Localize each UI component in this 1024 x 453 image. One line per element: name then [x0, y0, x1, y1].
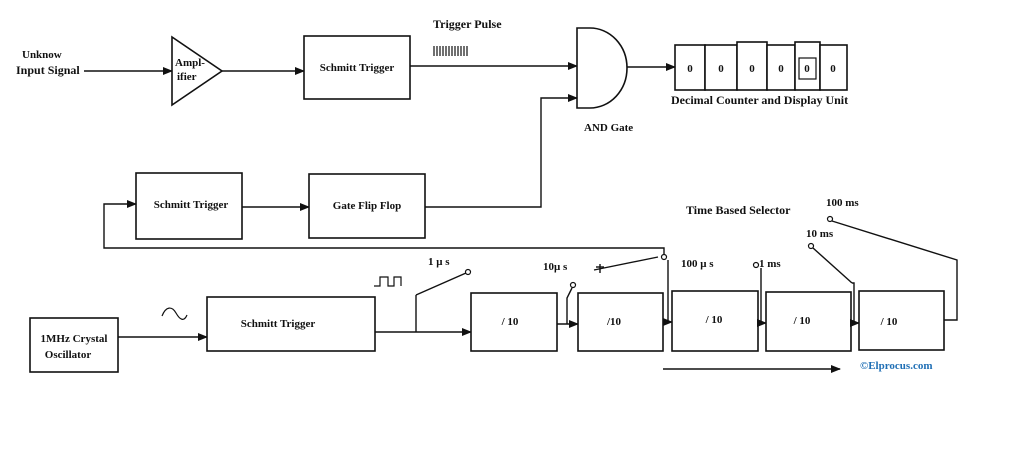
trigger-pulse-label: Trigger Pulse	[433, 17, 502, 31]
counter-cell-highlight	[798, 57, 817, 80]
pulse-train-icon	[433, 46, 468, 56]
counter-cell	[736, 41, 768, 91]
divider-label: /10	[606, 316, 622, 328]
schmitt-top-label: Schmitt Trigger	[320, 62, 395, 74]
amplifier: Ampl- ifier	[171, 35, 224, 107]
divider-label: / 10	[880, 316, 898, 328]
counter-digit: 0	[687, 63, 693, 75]
tap-1us-switch	[415, 272, 467, 296]
tap-100us-label: 100 μ s	[681, 258, 714, 270]
tap-10us-contact	[569, 281, 577, 289]
divider-4: / 10	[765, 291, 852, 352]
flipflop-to-and-wire	[425, 94, 578, 208]
crystal-oscillator: 1MHz Crystal Oscillator	[29, 317, 119, 373]
tap-1ms-contact	[752, 261, 760, 269]
input-signal-label: Unknow Input Signal	[16, 49, 80, 77]
divider-label: / 10	[501, 316, 519, 328]
time-selector-label: Time Based Selector	[686, 203, 791, 217]
selector-wiper	[593, 256, 659, 271]
schmitt-trigger-top: Schmitt Trigger	[303, 35, 411, 100]
counter-cell	[674, 44, 706, 91]
divider-label: / 10	[705, 314, 723, 326]
decimal-counter-display: 0 0 0 0 0 0	[674, 41, 848, 91]
amplifier-triangle	[171, 35, 224, 107]
tap-1us-contact	[464, 268, 472, 276]
schmitt-trigger-bottom: Schmitt Trigger	[206, 296, 376, 352]
credit-text: ©Elprocus.com	[860, 360, 933, 372]
oscillator-label-1: 1MHz Crystal	[41, 333, 108, 345]
counter-cell	[819, 44, 848, 91]
tap-100us-contact	[660, 253, 668, 261]
divider-2: /10	[577, 292, 664, 352]
gate-flip-flop: Gate Flip Flop	[308, 173, 426, 239]
tap-10us-label: 10μ s	[543, 261, 568, 273]
tap-10ms-stem	[852, 282, 855, 323]
tap-10ms-label: 10 ms	[806, 228, 834, 240]
tap-10ms-link	[812, 247, 853, 284]
counter-digit: 0	[749, 63, 755, 75]
tap-100ms-link	[831, 220, 958, 321]
divider-3: / 10	[671, 290, 759, 352]
divider-label: / 10	[793, 315, 811, 327]
sine-wave-icon	[161, 307, 188, 320]
svg-text:Unknow: Unknow	[22, 49, 62, 61]
counter-digit: 0	[718, 63, 724, 75]
and-gate-label: AND Gate	[584, 122, 633, 134]
amplifier-label-2: ifier	[177, 71, 197, 83]
counter-digit: 0	[804, 63, 810, 75]
oscillator-label-2: Oscillator	[45, 349, 92, 361]
selector-feedback-wire	[103, 200, 665, 255]
counter-digit: 0	[778, 63, 784, 75]
tap-100ms-label: 100 ms	[826, 197, 859, 209]
and-gate: AND Gate	[576, 27, 633, 134]
tap-100ms-contact	[826, 215, 834, 223]
gate-flip-flop-label: Gate Flip Flop	[333, 200, 401, 212]
schmitt-bottom-label: Schmitt Trigger	[241, 318, 316, 330]
divider-5: / 10	[858, 290, 945, 351]
counter-label: Decimal Counter and Display Unit	[671, 93, 848, 107]
schmitt-trigger-mid: Schmitt Trigger	[135, 172, 243, 240]
divider-1: / 10	[470, 292, 558, 352]
tap-1ms-label: 1 ms	[759, 258, 781, 270]
amplifier-label-1: Ampl-	[175, 57, 205, 69]
svg-text:Input Signal: Input Signal	[16, 63, 80, 77]
tap-10ms-contact	[807, 242, 815, 250]
tap-10us-stem	[566, 287, 573, 324]
tap-1us-label: 1 μ s	[428, 256, 450, 268]
square-wave-icon	[374, 276, 402, 287]
schmitt-mid-label: Schmitt Trigger	[154, 199, 229, 211]
counter-digit: 0	[830, 63, 836, 75]
